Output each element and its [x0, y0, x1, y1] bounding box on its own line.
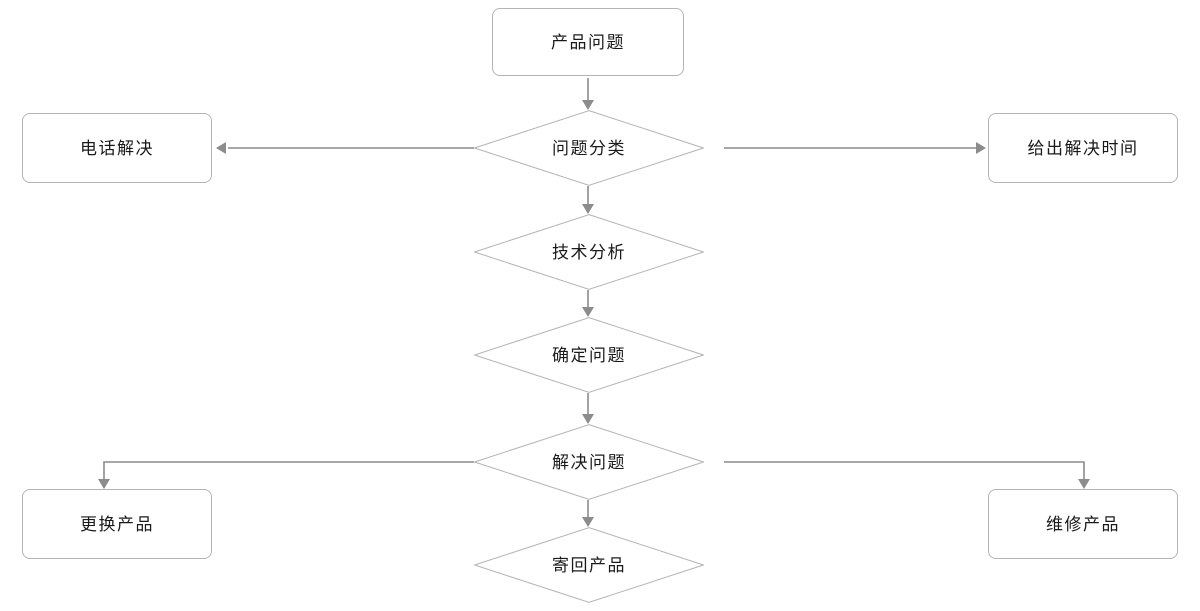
- connector-solve_issue-to-replace_product: [98, 461, 474, 489]
- node-tech_analysis[interactable]: 技术分析: [474, 214, 704, 290]
- arrowhead-c4: [582, 204, 594, 214]
- node-resolution_time[interactable]: 给出解决时间: [988, 113, 1178, 183]
- node-label-product_issue: 产品问题: [551, 32, 625, 52]
- node-solve_issue[interactable]: 解决问题: [474, 424, 704, 500]
- connector-solve_issue-to-ship_back_product: [582, 500, 594, 527]
- connector-solve_issue-to-repair_product: [724, 461, 1090, 489]
- arrowhead-c8: [1078, 479, 1090, 489]
- node-confirm_issue[interactable]: 确定问题: [474, 317, 704, 393]
- node-product_issue[interactable]: 产品问题: [492, 8, 684, 76]
- node-label-replace_product: 更换产品: [80, 514, 154, 534]
- node-replace_product[interactable]: 更换产品: [22, 489, 212, 559]
- node-label-repair_product: 维修产品: [1046, 514, 1120, 534]
- diamond-outline: [474, 110, 704, 186]
- diamond-outline: [474, 527, 704, 603]
- connector-line-c8: [724, 461, 1085, 482]
- node-phone_resolution[interactable]: 电话解决: [22, 113, 212, 183]
- connector-confirm_issue-to-solve_issue: [582, 393, 594, 424]
- connector-tech_analysis-to-confirm_issue: [582, 290, 594, 317]
- node-label-phone_resolution: 电话解决: [80, 138, 154, 158]
- diamond-outline: [474, 424, 704, 500]
- arrowhead-c5: [582, 307, 594, 317]
- node-ship_back_product[interactable]: 寄回产品: [474, 527, 704, 603]
- arrowhead-c7: [98, 479, 110, 489]
- node-repair_product[interactable]: 维修产品: [988, 489, 1178, 559]
- arrowhead-c3: [976, 142, 986, 154]
- diamond-outline: [474, 317, 704, 393]
- diamond-outline: [474, 214, 704, 290]
- connector-issue_category-to-tech_analysis: [582, 186, 594, 214]
- connector-product_issue-to-issue_category: [582, 78, 594, 110]
- connector-issue_category-to-phone_resolution: [216, 142, 474, 154]
- node-label-resolution_time: 给出解决时间: [1027, 138, 1139, 158]
- arrowhead-c2: [216, 142, 226, 154]
- connector-line-c7: [103, 461, 474, 482]
- node-issue_category[interactable]: 问题分类: [474, 110, 704, 186]
- arrowhead-c1: [582, 100, 594, 110]
- arrowhead-c9: [582, 517, 594, 527]
- arrowhead-c6: [582, 414, 594, 424]
- connector-issue_category-to-resolution_time: [724, 142, 986, 154]
